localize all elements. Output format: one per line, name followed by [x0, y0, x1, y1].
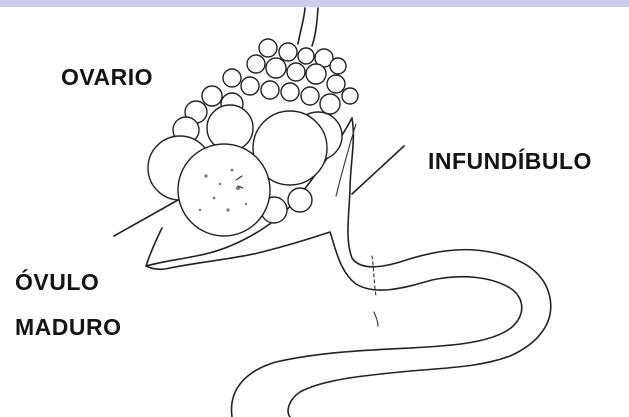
ovary-label: OVARIO: [61, 66, 153, 89]
infundibulum-label: INFUNDÍBULO: [428, 150, 592, 173]
ovulo-leader-line: [114, 200, 178, 236]
mature-ovum-label-line2: MADURO: [15, 316, 122, 339]
infundibulo-leader-line: [352, 146, 404, 194]
mature-ovum-label-line1: ÓVULO: [15, 271, 99, 294]
ligament-strands: [298, 8, 318, 46]
mature-ovum: [178, 144, 270, 236]
